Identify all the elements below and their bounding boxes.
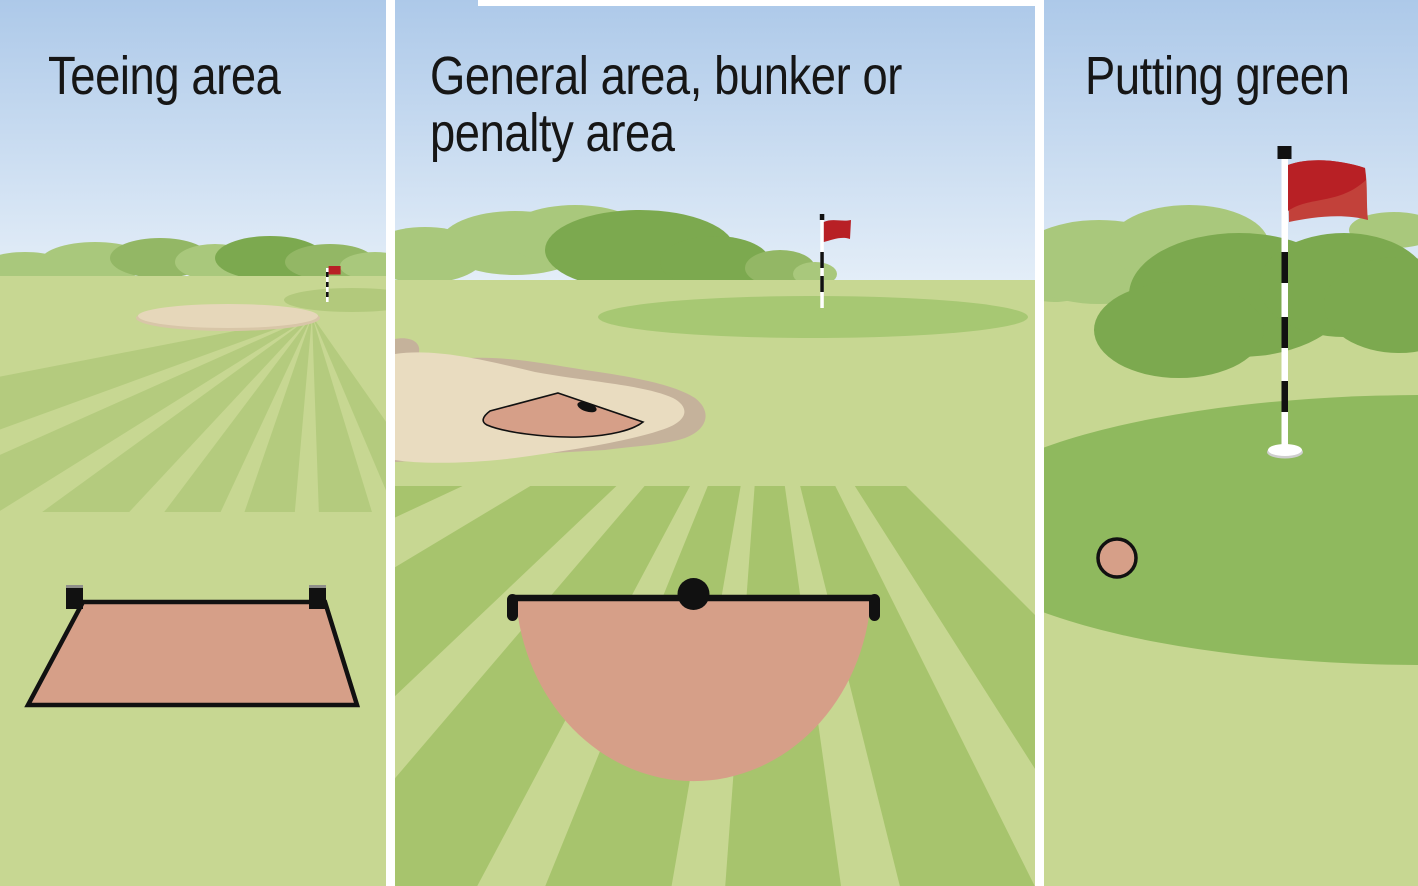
- distant-flag-icon: [823, 220, 851, 242]
- teeing-area-scene: [0, 0, 386, 886]
- tree-row: [395, 205, 837, 290]
- flag-icon-dark-fold: [1288, 160, 1366, 211]
- flagstick: [1277, 146, 1368, 450]
- distant-green: [284, 288, 386, 312]
- golf-ball-in-bunker: [577, 401, 597, 413]
- line-end-tick-left: [507, 594, 518, 621]
- tree-row: [0, 236, 386, 284]
- distant-flagstick: [326, 266, 341, 302]
- title-line: Teeing area: [48, 46, 281, 106]
- flagstick-cap: [1277, 146, 1292, 159]
- ball-spot-marker: [1096, 537, 1138, 579]
- putting-green-surface: [1044, 395, 1418, 665]
- sky: [0, 0, 386, 280]
- line-end-tick-right: [869, 594, 880, 621]
- tree-row: [1044, 205, 1418, 378]
- tee-marker-left: [66, 585, 83, 609]
- panel-title-teeing-area: Teeing area: [48, 46, 281, 106]
- bunker-relief-zone: [482, 392, 645, 438]
- distant-green: [598, 296, 1028, 338]
- title-line: Putting green: [1085, 46, 1350, 106]
- distant-flagstick: [819, 214, 851, 308]
- distant-bunker-sand: [138, 304, 318, 328]
- top-white-strip: [478, 0, 1035, 6]
- teeing-relief-zone: [24, 585, 361, 708]
- panel-general-area-bunker-penalty: General area, bunker or penalty area: [395, 0, 1035, 886]
- relief-trapezoid: [24, 599, 361, 708]
- panel-teeing-area: Teeing area: [0, 0, 386, 886]
- title-line: penalty area: [430, 103, 675, 163]
- tee-marker-right: [309, 585, 326, 609]
- relief-semicircle-group: [507, 578, 880, 782]
- distant-flag-icon: [328, 266, 341, 275]
- golf-ball-reference-point: [677, 578, 710, 610]
- general-area-scene: [395, 0, 1035, 886]
- panel-putting-green: Putting green: [1044, 0, 1418, 886]
- relief-semicircle: [516, 598, 871, 782]
- panel-title-putting-green: Putting green: [1085, 46, 1350, 106]
- panel-title-general-area: General area, bunker or penalty area: [430, 48, 902, 162]
- mowing-stripes: [0, 319, 386, 512]
- putting-green-scene: [1044, 0, 1418, 886]
- title-line: General area, bunker or: [430, 46, 902, 106]
- bunker: [395, 338, 706, 463]
